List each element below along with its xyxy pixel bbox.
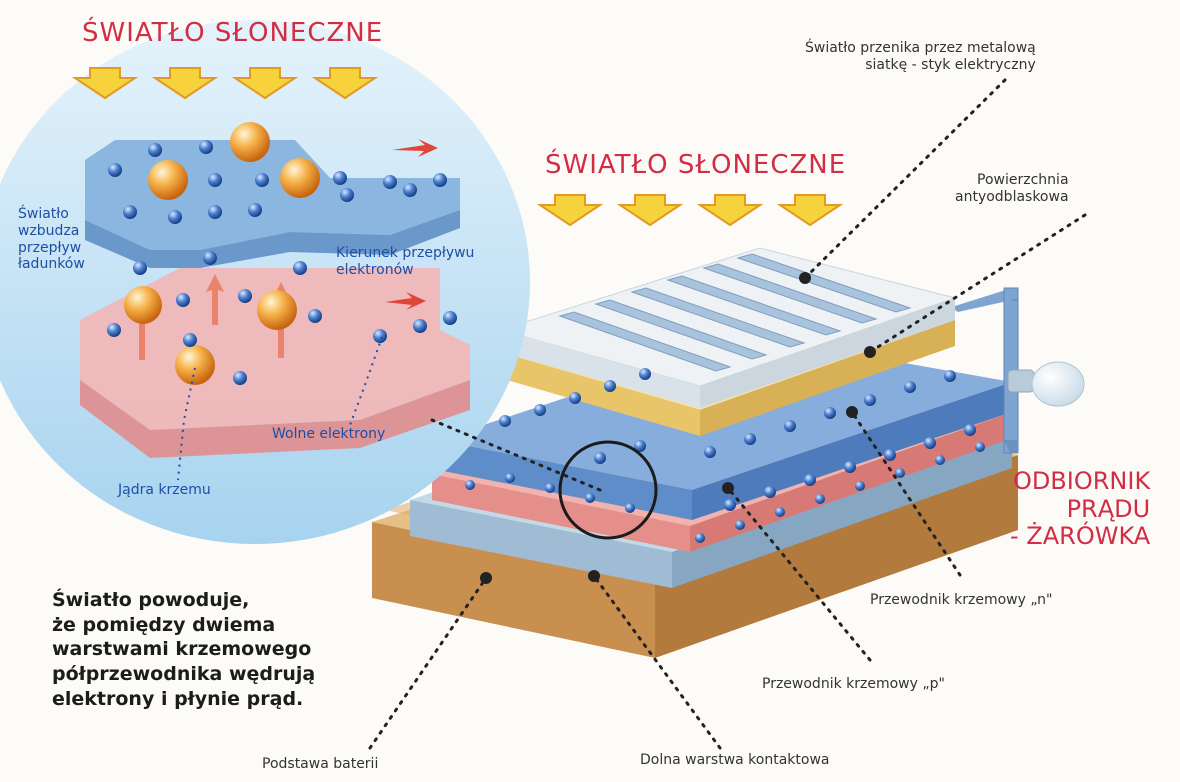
label-n-type: Przewodnik krzemowy „n" [870, 592, 1052, 609]
label-light-excites-line4: ładunków [18, 256, 85, 273]
caption-line5: elektrony i płynie prąd. [52, 687, 315, 712]
label-load-line2: PRĄDU [1010, 496, 1150, 524]
label-light-excites-line1: Światło [18, 206, 85, 223]
label-bottom-contact: Dolna warstwa kontaktowa [640, 752, 830, 769]
label-antireflective-line1: Powierzchnia [955, 172, 1069, 189]
label-load-line3: - ŻARÓWKA [1010, 523, 1150, 551]
label-metal-grid-line2: siatkę - styk elektryczny [805, 57, 1036, 74]
label-light-excites-line3: przepływ [18, 240, 85, 257]
label-free-electrons: Wolne elektrony [272, 426, 385, 443]
light-bulb-icon [1008, 362, 1084, 406]
label-light-excites-line2: wzbudza [18, 223, 85, 240]
label-antireflective: Powierzchnia antyodblaskowa [955, 172, 1069, 206]
caption-line2: że pomiędzy dwiema [52, 613, 315, 638]
label-antireflective-line2: antyodblaskowa [955, 189, 1069, 206]
label-metal-grid: Światło przenika przez metalową siatkę -… [805, 40, 1036, 74]
headline-sunlight-left: ŚWIATŁO SŁONECZNE [82, 18, 383, 49]
caption-line1: Światło powoduje, [52, 588, 315, 613]
label-load-line1: ODBIORNIK [1010, 468, 1150, 496]
caption-line4: półprzewodnika wędrują [52, 662, 315, 687]
label-electron-flow-line1: Kierunek przepływu [336, 245, 474, 262]
label-load-bulb: ODBIORNIK PRĄDU - ŻARÓWKA [1010, 468, 1150, 551]
sunlight-arrows-center [540, 195, 840, 225]
label-electron-flow: Kierunek przepływu elektronów [336, 245, 474, 279]
label-p-type: Przewodnik krzemowy „p" [762, 676, 945, 693]
label-silicon-nuclei: Jądra krzemu [118, 482, 211, 499]
label-base: Podstawa baterii [262, 756, 378, 773]
label-metal-grid-line1: Światło przenika przez metalową [805, 40, 1036, 57]
label-electron-flow-line2: elektronów [336, 262, 474, 279]
headline-sunlight-center: ŚWIATŁO SŁONECZNE [545, 150, 846, 181]
caption-line3: warstwami krzemowego [52, 637, 315, 662]
caption-explanation: Światło powoduje, że pomiędzy dwiema war… [52, 588, 315, 711]
label-light-excites: Światło wzbudza przepływ ładunków [18, 206, 85, 273]
